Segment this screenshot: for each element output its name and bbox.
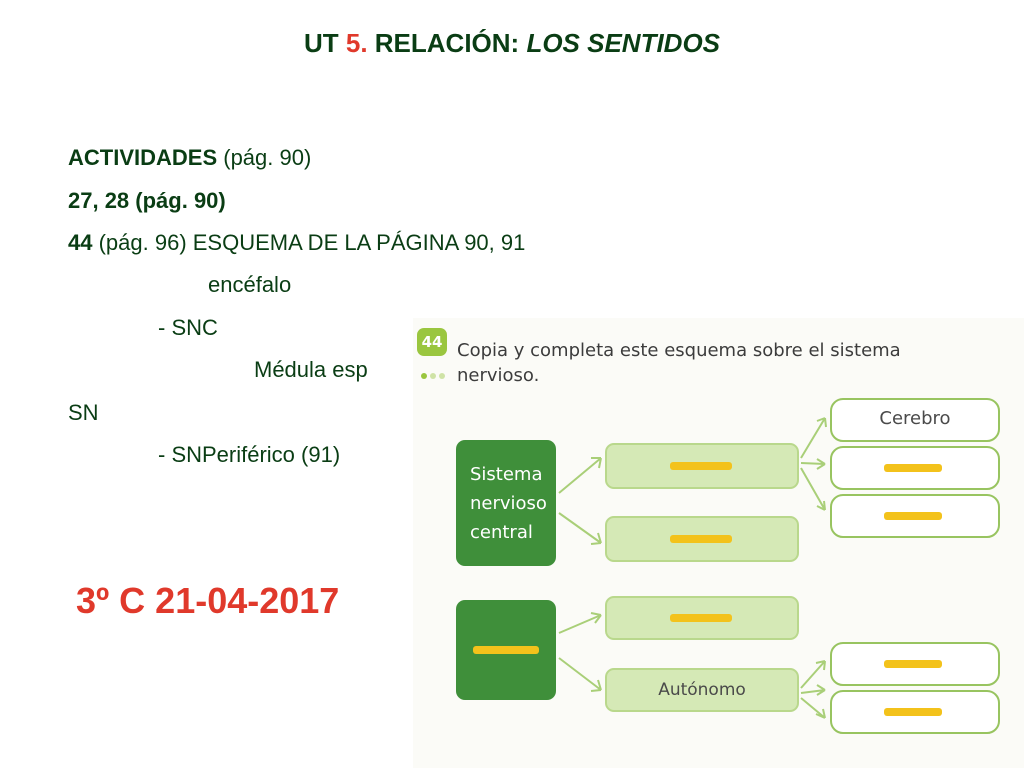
cerebro-label: Cerebro <box>879 408 951 429</box>
blank-box <box>830 642 1000 686</box>
central-label-3: central <box>470 522 533 543</box>
encefalo-text: encéfalo <box>208 272 292 297</box>
blank-box <box>830 494 1000 538</box>
title-middle: RELACIÓN: <box>367 28 527 58</box>
blank-box <box>605 596 799 640</box>
blank-dash <box>670 535 732 543</box>
autonomo-box: Autónomo <box>605 668 799 712</box>
blank-box <box>830 446 1000 490</box>
peripheral-nervous-box <box>456 600 556 700</box>
cerebro-box: Cerebro <box>830 398 1000 442</box>
page-title: UT 5. RELACIÓN: LOS SENTIDOS <box>0 28 1024 59</box>
class-date: 3º C 21-04-2017 <box>76 580 340 621</box>
central-label-2: nervioso <box>470 493 547 514</box>
central-nervous-box: Sistema nervioso central <box>456 440 556 566</box>
blank-dash <box>670 614 732 622</box>
blank-dash <box>884 660 942 668</box>
title-prefix: UT <box>303 28 346 58</box>
difficulty-dots <box>421 364 448 383</box>
blank-box <box>605 443 799 489</box>
title-italic: LOS SENTIDOS <box>526 28 721 58</box>
activities-page: (pág. 90) <box>217 145 312 170</box>
medula-text: Médula esp <box>254 357 368 382</box>
activities-label: ACTIVIDADES <box>68 145 218 170</box>
blank-dash <box>473 646 539 654</box>
sn-text: SN <box>68 400 99 425</box>
exercises-line: 27, 28 (pág. 90) <box>68 188 226 213</box>
activities-line: ACTIVIDADES (pág. 90) <box>68 145 311 171</box>
title-number: 5. <box>345 28 368 58</box>
autonomo-label: Autónomo <box>658 680 746 700</box>
exercise-instruction: Copia y completa este esquema sobre el s… <box>457 340 901 386</box>
exercise-badge: 44 <box>417 328 447 356</box>
blank-dash <box>884 512 942 520</box>
scheme-arrows <box>558 417 827 719</box>
blank-box <box>605 516 799 562</box>
blank-dash <box>884 464 942 472</box>
snp-text: - SNPeriférico (91) <box>158 442 341 467</box>
blank-dash <box>670 462 732 470</box>
textbook-scheme-image: 44 Copia y completa este esquema sobre e… <box>413 318 1024 768</box>
scheme-number: 44 <box>68 230 93 255</box>
central-label-1: Sistema <box>470 464 543 485</box>
scheme-line: 44 (pág. 96) ESQUEMA DE LA PÁGINA 90, 91 <box>68 230 525 256</box>
scheme-text: (pág. 96) ESQUEMA DE LA PÁGINA 90, 91 <box>92 230 526 255</box>
blank-dash <box>884 708 942 716</box>
snc-text: - SNC <box>158 315 218 340</box>
blank-box <box>830 690 1000 734</box>
